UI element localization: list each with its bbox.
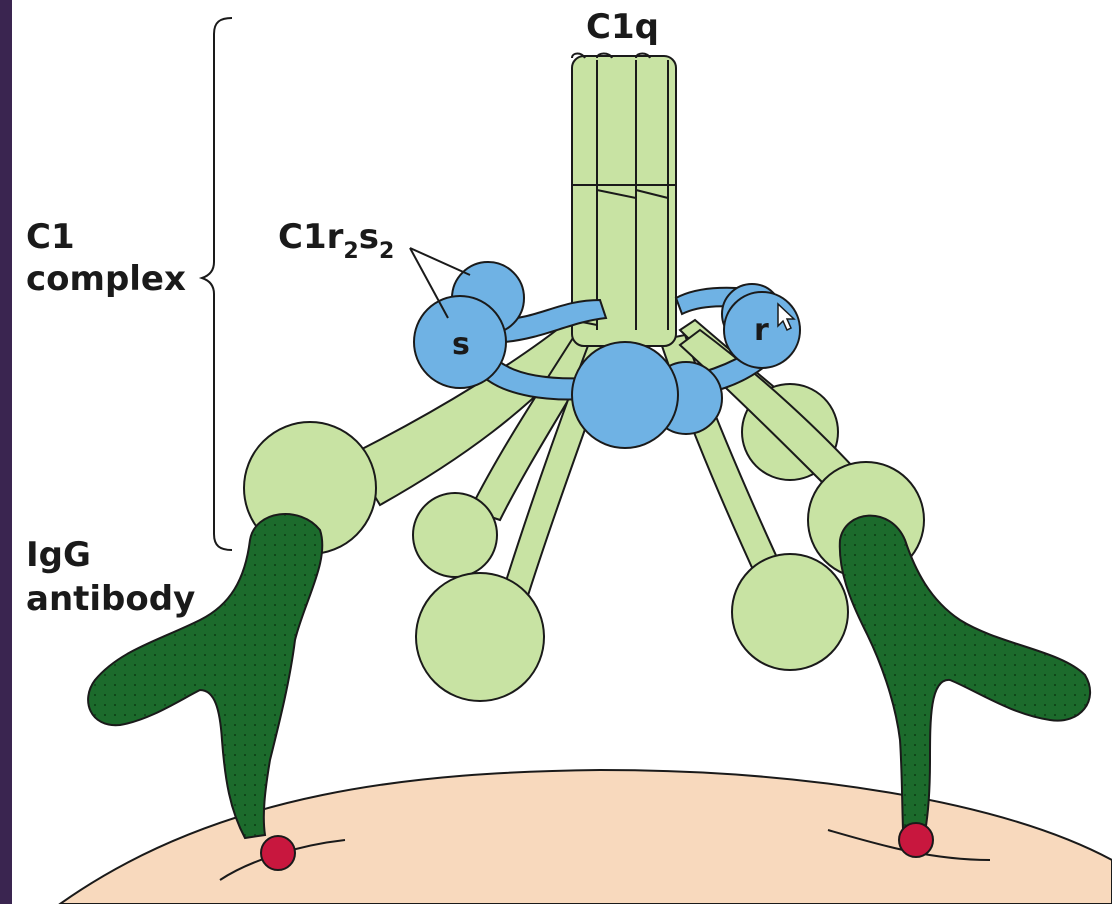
frame-edge-left bbox=[0, 0, 12, 904]
r-subunit-label: r bbox=[754, 313, 769, 348]
c1r2s2-label: C1r2s2 bbox=[278, 217, 394, 264]
c1-complex-bracket bbox=[198, 17, 233, 551]
c1-complex-label-line1: C1 bbox=[26, 217, 75, 257]
c1r2s2-pointers bbox=[409, 247, 471, 319]
igg-antibody-right bbox=[838, 514, 1091, 834]
igg-label-line2: antibody bbox=[26, 579, 195, 619]
cell-surface bbox=[58, 768, 1112, 904]
igg-label-line1: IgG bbox=[26, 535, 91, 575]
igg-antibody-left bbox=[87, 513, 324, 840]
c1q-label: C1q bbox=[586, 7, 659, 47]
c1r2s2-tetramer bbox=[413, 261, 801, 449]
antigens bbox=[219, 822, 991, 881]
mouse-cursor-icon bbox=[777, 302, 796, 332]
s-subunit-label: s bbox=[452, 327, 470, 362]
c1-complex-label-line2: complex bbox=[26, 259, 186, 299]
c1q-stalk bbox=[571, 52, 677, 347]
